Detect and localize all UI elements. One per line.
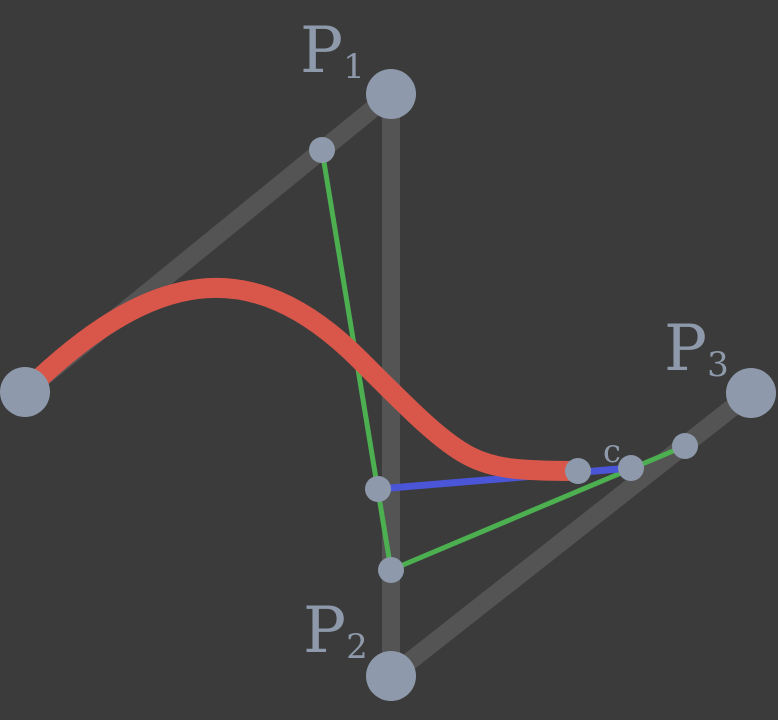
point-r1 [618,455,644,481]
point-q0 [309,137,335,163]
label-p1: P1 [300,14,365,88]
bezier-curve [15,278,588,481]
control-point-p2[interactable] [366,651,416,701]
control-point-p3[interactable] [726,368,776,418]
point-q1 [378,557,404,583]
control-points[interactable] [0,69,776,701]
control-point-p1[interactable] [366,69,416,119]
point-q2 [672,433,698,459]
control-point-p0[interactable] [0,367,50,417]
label-p2: P2 [303,594,368,668]
point-r0 [365,476,391,502]
label-p3: P3 [664,312,729,386]
label-c: c [603,432,621,470]
point-curve-end [565,458,591,484]
intermediate-points [309,137,698,583]
